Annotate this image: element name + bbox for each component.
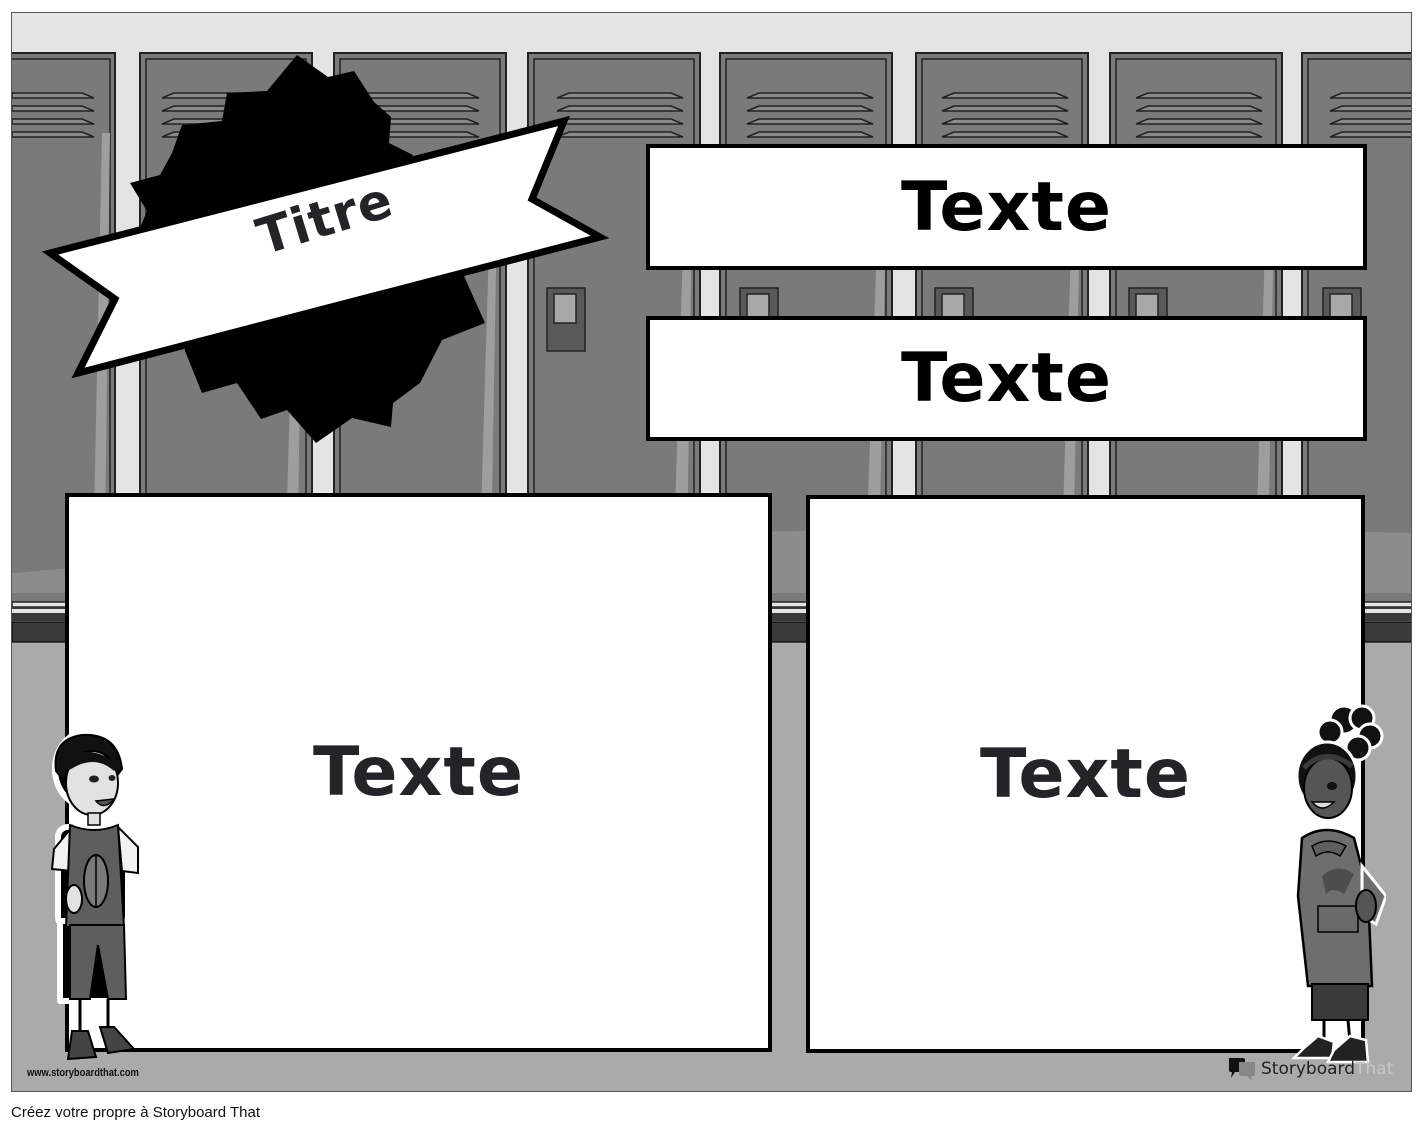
storyboard-canvas: Titre Texte Texte Texte Texte <box>11 12 1412 1092</box>
text-box-bottom-left-label: Texte <box>313 733 524 812</box>
girl-character[interactable] <box>1282 696 1386 1064</box>
text-box-top-2-label: Texte <box>901 339 1112 418</box>
title-banner-shape <box>41 115 610 379</box>
text-box-top-2[interactable]: Texte <box>646 316 1367 441</box>
text-box-bottom-right-label: Texte <box>980 734 1191 814</box>
text-box-top-1[interactable]: Texte <box>646 144 1367 270</box>
text-box-top-1-label: Texte <box>901 167 1112 247</box>
logo-text-storyboard: Storyboard <box>1261 1059 1355 1079</box>
text-box-bottom-right[interactable]: Texte <box>806 495 1365 1053</box>
logo-text-that: That <box>1355 1059 1394 1079</box>
speech-bubbles-icon <box>1229 1058 1255 1081</box>
watermark-url: www.storyboardthat.com <box>27 1067 139 1079</box>
text-box-bottom-left[interactable]: Texte <box>65 493 772 1052</box>
footer-caption-link[interactable]: Créez votre propre à Storyboard That <box>11 1104 261 1121</box>
boy-character[interactable] <box>38 731 144 1061</box>
